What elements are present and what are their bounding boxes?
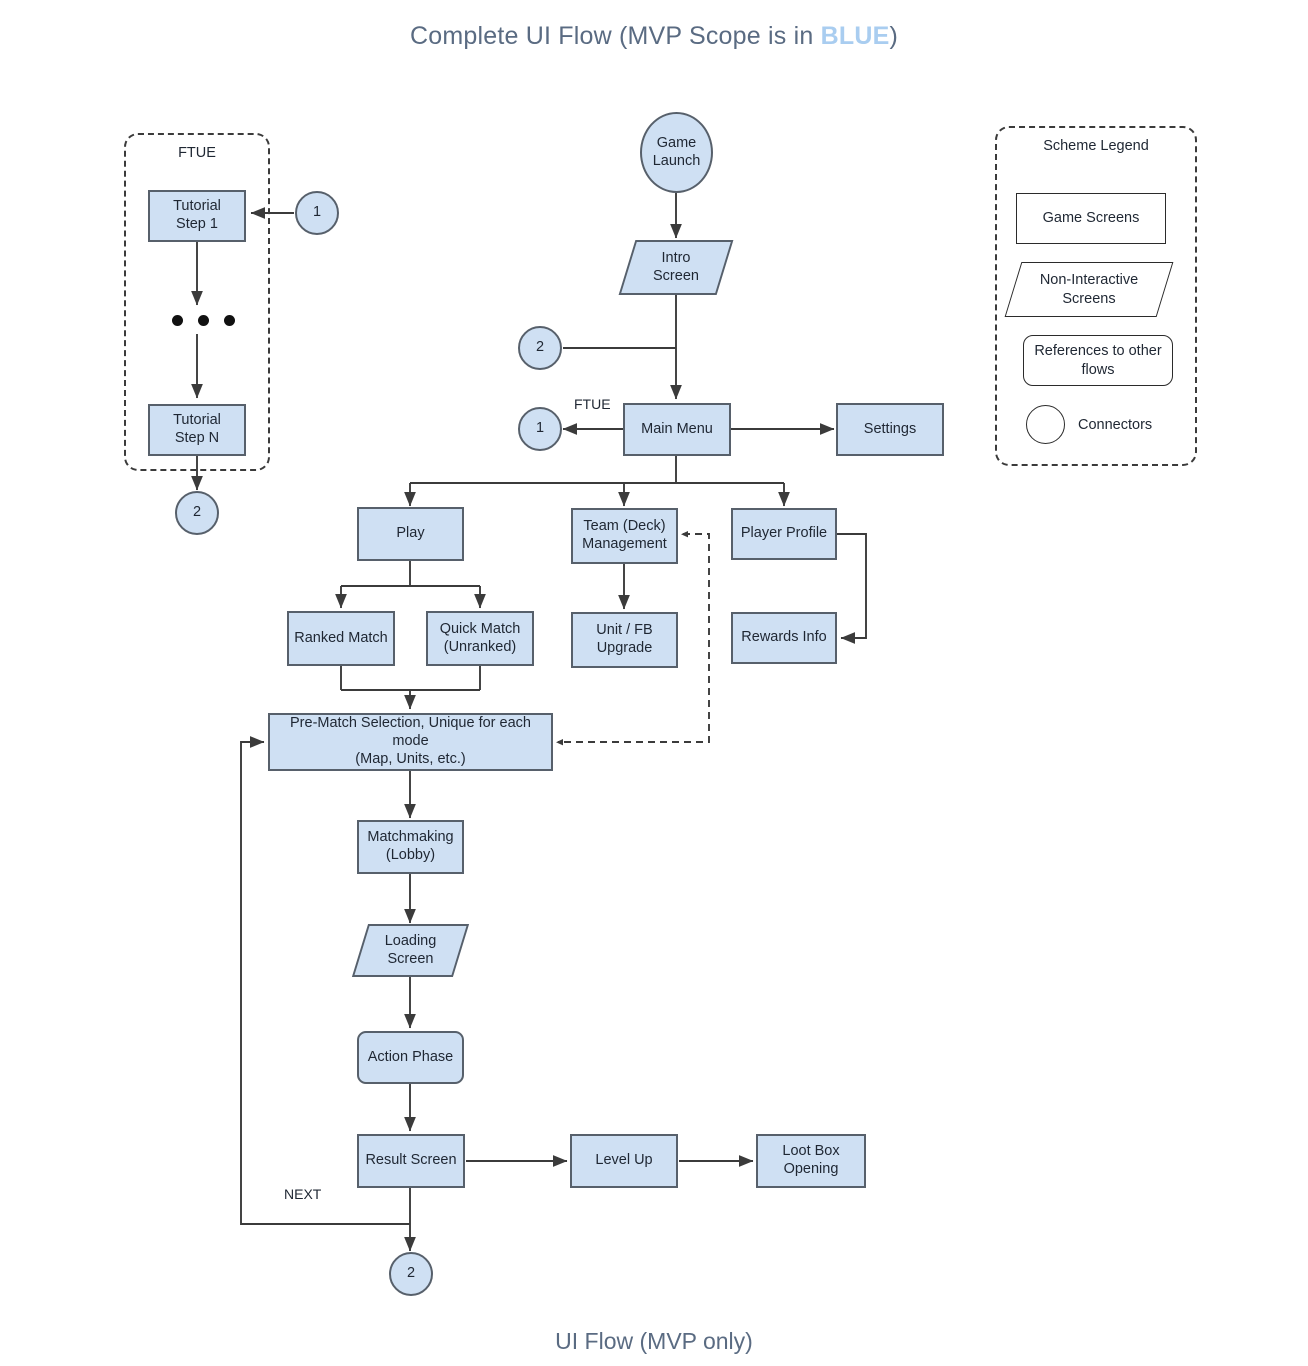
node-pre-match-selection[interactable]: Pre-Match Selection, Unique for each mod… — [268, 713, 553, 771]
legend-shape-connectors — [1026, 405, 1065, 444]
node-main-menu[interactable]: Main Menu — [623, 403, 731, 456]
page-title-prefix: Complete UI Flow (MVP Scope is in — [409, 22, 821, 50]
dot-icon — [224, 315, 235, 326]
ftue-group: FTUE — [124, 133, 270, 471]
node-ranked-match[interactable]: Ranked Match — [287, 611, 395, 666]
node-action-phase[interactable]: Action Phase — [357, 1031, 464, 1084]
node-label: Team (Deck) Management — [582, 518, 667, 552]
node-label: Loot Box Opening — [782, 1143, 840, 1177]
connector-label: 2 — [192, 504, 202, 521]
node-label: Main Menu — [641, 420, 713, 437]
node-game-launch[interactable]: Game Launch — [640, 112, 713, 193]
node-loot-box-opening[interactable]: Loot Box Opening — [756, 1134, 866, 1188]
dot-icon — [172, 315, 183, 326]
legend-shape-non-interactive-screens: Non-Interactive Screens — [1004, 262, 1174, 317]
node-matchmaking-lobby[interactable]: Matchmaking (Lobby) — [357, 820, 464, 874]
node-level-up[interactable]: Level Up — [570, 1134, 678, 1188]
connector-1-ftue-entry[interactable]: 1 — [295, 191, 339, 235]
node-tutorial-step-1[interactable]: Tutorial Step 1 — [148, 190, 246, 242]
node-label: Play — [396, 525, 425, 542]
page-title-suffix: ) — [889, 22, 899, 50]
node-intro-screen[interactable]: Intro Screen — [618, 240, 734, 295]
connector-1-main-exit[interactable]: 1 — [518, 407, 562, 451]
node-label: Matchmaking (Lobby) — [367, 829, 454, 863]
node-loading-screen[interactable]: Loading Screen — [351, 924, 470, 977]
node-label: Quick Match (Unranked) — [439, 620, 521, 655]
node-label: Pre-Match Selection, Unique for each mod… — [290, 715, 531, 767]
connector-label: 2 — [406, 1265, 416, 1282]
legend-title: Scheme Legend — [1043, 138, 1149, 154]
node-label: Tutorial Step N — [173, 412, 221, 446]
page-caption: UI Flow (MVP only) — [555, 1328, 753, 1354]
connector-label: 1 — [312, 204, 322, 221]
node-label: Player Profile — [740, 525, 828, 542]
legend-item-label: References to other flows — [1034, 343, 1162, 378]
node-label: Unit / FB Upgrade — [596, 622, 653, 656]
connector-label: 1 — [535, 420, 545, 437]
node-quick-match[interactable]: Quick Match (Unranked) — [426, 611, 534, 666]
edge-label-ftue: FTUE — [574, 396, 611, 412]
ellipsis-dots — [172, 315, 235, 326]
node-rewards-info[interactable]: Rewards Info — [731, 612, 837, 664]
legend-shape-game-screens: Game Screens — [1016, 193, 1166, 244]
connector-2-flow-exit[interactable]: 2 — [389, 1252, 433, 1296]
edge-label-next: NEXT — [284, 1186, 322, 1202]
node-label: Action Phase — [367, 1048, 454, 1065]
node-settings[interactable]: Settings — [836, 403, 944, 456]
legend-shape-references-other-flows: References to other flows — [1023, 335, 1173, 386]
node-result-screen[interactable]: Result Screen — [357, 1134, 465, 1188]
node-label: Result Screen — [365, 1152, 457, 1169]
ftue-group-title: FTUE — [178, 145, 216, 161]
legend-item-label-connectors: Connectors — [1078, 417, 1153, 433]
node-label: Level Up — [595, 1152, 653, 1169]
legend-panel: Scheme Legend — [995, 126, 1197, 466]
legend-item-label: Non-Interactive Screens — [1039, 272, 1139, 307]
node-player-profile[interactable]: Player Profile — [731, 508, 837, 560]
node-tutorial-step-n[interactable]: Tutorial Step N — [148, 404, 246, 456]
node-label: Settings — [863, 420, 917, 437]
page-title: Complete UI Flow (MVP Scope is in BLUE) — [0, 22, 1308, 51]
legend-item-label: Game Screens — [1042, 210, 1140, 227]
connector-label: 2 — [535, 339, 545, 356]
node-label: Rewards Info — [741, 629, 827, 646]
connector-2-main-entry[interactable]: 2 — [518, 326, 562, 370]
dot-icon — [198, 315, 209, 326]
node-unit-fb-upgrade[interactable]: Unit / FB Upgrade — [571, 612, 678, 668]
node-label: Loading Screen — [384, 932, 437, 967]
node-label: Tutorial Step 1 — [173, 198, 221, 232]
node-team-deck-management[interactable]: Team (Deck) Management — [571, 508, 678, 564]
node-label: Intro Screen — [653, 249, 699, 284]
node-label: Game Launch — [652, 134, 701, 169]
node-play[interactable]: Play — [357, 507, 464, 561]
node-label: Ranked Match — [294, 629, 388, 646]
page-title-highlight: BLUE — [820, 22, 890, 50]
connector-2-ftue-exit[interactable]: 2 — [175, 491, 219, 535]
